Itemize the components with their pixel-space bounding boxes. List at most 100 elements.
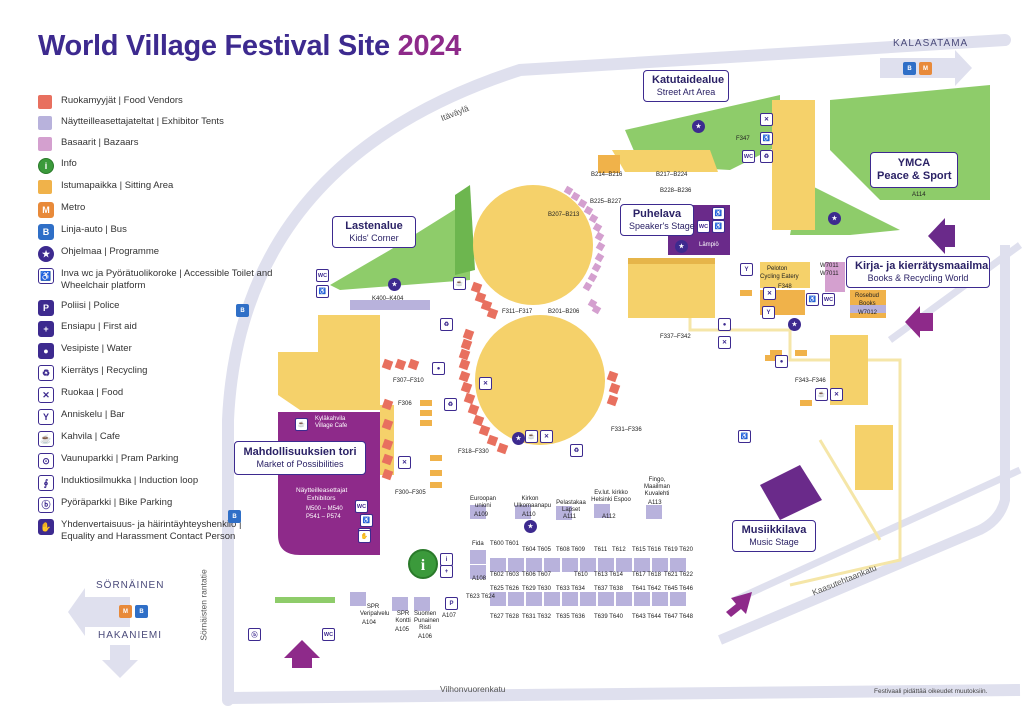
food-vendor-stall [381,418,394,431]
food-icon[interactable]: ✕ [540,430,553,443]
bar-icon[interactable]: Y [740,263,753,276]
exhibitor-tent [515,505,531,519]
wc-icon[interactable]: WC [316,269,329,282]
code-p541: P541 – P574 [306,514,341,520]
recycling-icon[interactable]: ♻ [570,444,583,457]
exhibitor-tent [562,592,578,606]
building-south-east [855,425,893,490]
food-icon[interactable]: ✕ [763,287,776,300]
kids-strip [455,185,475,275]
metro-icon: M [38,202,54,218]
yellow-path [688,290,902,587]
code-t635: T635 T636 [556,614,585,620]
food-vendor-stall [462,328,475,341]
exhibitor-tents [350,504,686,611]
info-icon: i [38,158,54,174]
recycling-icon[interactable]: ♻ [444,398,457,411]
programme-star-icon[interactable]: ★ [524,520,537,533]
code-t615: T615 T616 [632,547,661,553]
recycling-icon[interactable]: ♻ [760,150,773,163]
accessible-toilet-icon[interactable]: ♿ [316,285,329,298]
building-market [278,315,380,410]
accessible-toilet-icon[interactable]: ♿ [738,430,751,443]
water-icon[interactable]: ● [775,355,788,368]
programme-star-icon[interactable]: ★ [788,318,801,331]
bike-parking-icon[interactable]: ⓑ [248,628,261,641]
seating-area [765,355,777,361]
food-icon[interactable]: ✕ [398,456,411,469]
food-icon[interactable]: ✕ [760,113,773,126]
police-icon[interactable]: P [445,597,458,610]
programme-star-icon[interactable]: ★ [828,212,841,225]
wc-icon[interactable]: WC [355,500,368,513]
label-fi: Kirja- ja kierrätysmaailma [855,260,989,272]
food-icon[interactable]: ✕ [718,336,731,349]
bar-icon[interactable]: Y [762,306,775,319]
label-en: Books & Recycling World [867,273,969,283]
legend-item: Näytteilleasettajateltat | Exhibitor Ten… [38,116,273,130]
programme-star-icon[interactable]: ★ [512,432,525,445]
exhibitor-tent [350,592,366,606]
code-t602: T602 T603 [490,572,519,578]
building-b214 [598,155,620,173]
programme-star-icon[interactable]: ★ [675,240,688,253]
legend-label: Ensiapu | First aid [61,321,137,332]
accessible-toilet-icon[interactable]: ♿ [360,514,373,527]
code-t637: T637 T638 [594,586,623,592]
exhibitor-tent [670,558,686,572]
food-vendor-stall [460,338,473,351]
wc-icon[interactable]: WC [697,220,710,233]
building-f337 [628,258,715,318]
cafe-icon[interactable]: ☕ [525,430,538,443]
wc-icon[interactable]: WC [322,628,335,641]
programme-star-icon[interactable]: ★ [388,278,401,291]
cafe-icon[interactable]: ☕ [295,418,308,431]
accessible-toilet-icon[interactable]: ♿ [760,132,773,145]
code-books: Books [859,301,876,307]
bazaar-stall [594,252,605,263]
induction-loop-icon: ∮ [38,475,54,491]
legend-label: Inva wc ja Pyörätuolikoroke | Accessible… [61,268,273,291]
bazaars [563,185,606,315]
bazaar-stall [577,198,588,209]
exhibitor-tent [594,504,610,518]
accessible-toilet-icon[interactable]: ♿ [806,293,819,306]
wc-icon[interactable]: WC [822,293,835,306]
code-evlut-name: Ev.lut. kirkko Helsinki Espoo [591,490,631,503]
food-vendor-stall [472,414,485,427]
food-vendor-stall [480,299,493,312]
cafe-icon[interactable]: ☕ [815,388,828,401]
arrow-sornainen [68,588,130,636]
first-aid-icon[interactable]: + [440,565,453,578]
contact-hand-icon[interactable]: ✋ [358,530,371,543]
accessible-toilet-icon[interactable]: ♿ [712,207,725,220]
recycling-icon[interactable]: ♻ [440,318,453,331]
page-title: World Village Festival Site 2024 [38,30,461,63]
cafe-icon[interactable]: ☕ [453,277,466,290]
wc-icon[interactable]: WC [742,150,755,163]
entrance-arrow-east-2 [905,306,933,338]
code-peloton: Peloton [767,266,788,272]
water-icon[interactable]: ● [432,362,445,375]
food-icon[interactable]: ✕ [830,388,843,401]
code-f318: F318–F330 [458,449,489,455]
programme-star-icon[interactable]: ★ [692,120,705,133]
food-icon[interactable]: ✕ [479,377,492,390]
exhibitor-tent [598,592,614,606]
code-a107: A107 [442,613,457,619]
exhibitor-tent [616,592,632,606]
accessible-toilet-icon[interactable]: ♿ [712,220,725,233]
water-icon[interactable]: ● [718,318,731,331]
direction-hakaniemi: HAKANIEMI [98,630,163,641]
legend-item: ⊙Vaunuparkki | Pram Parking [38,453,273,469]
code-m500: M500 – M540 [306,506,343,512]
code-t625: T625 T626 [490,586,519,592]
